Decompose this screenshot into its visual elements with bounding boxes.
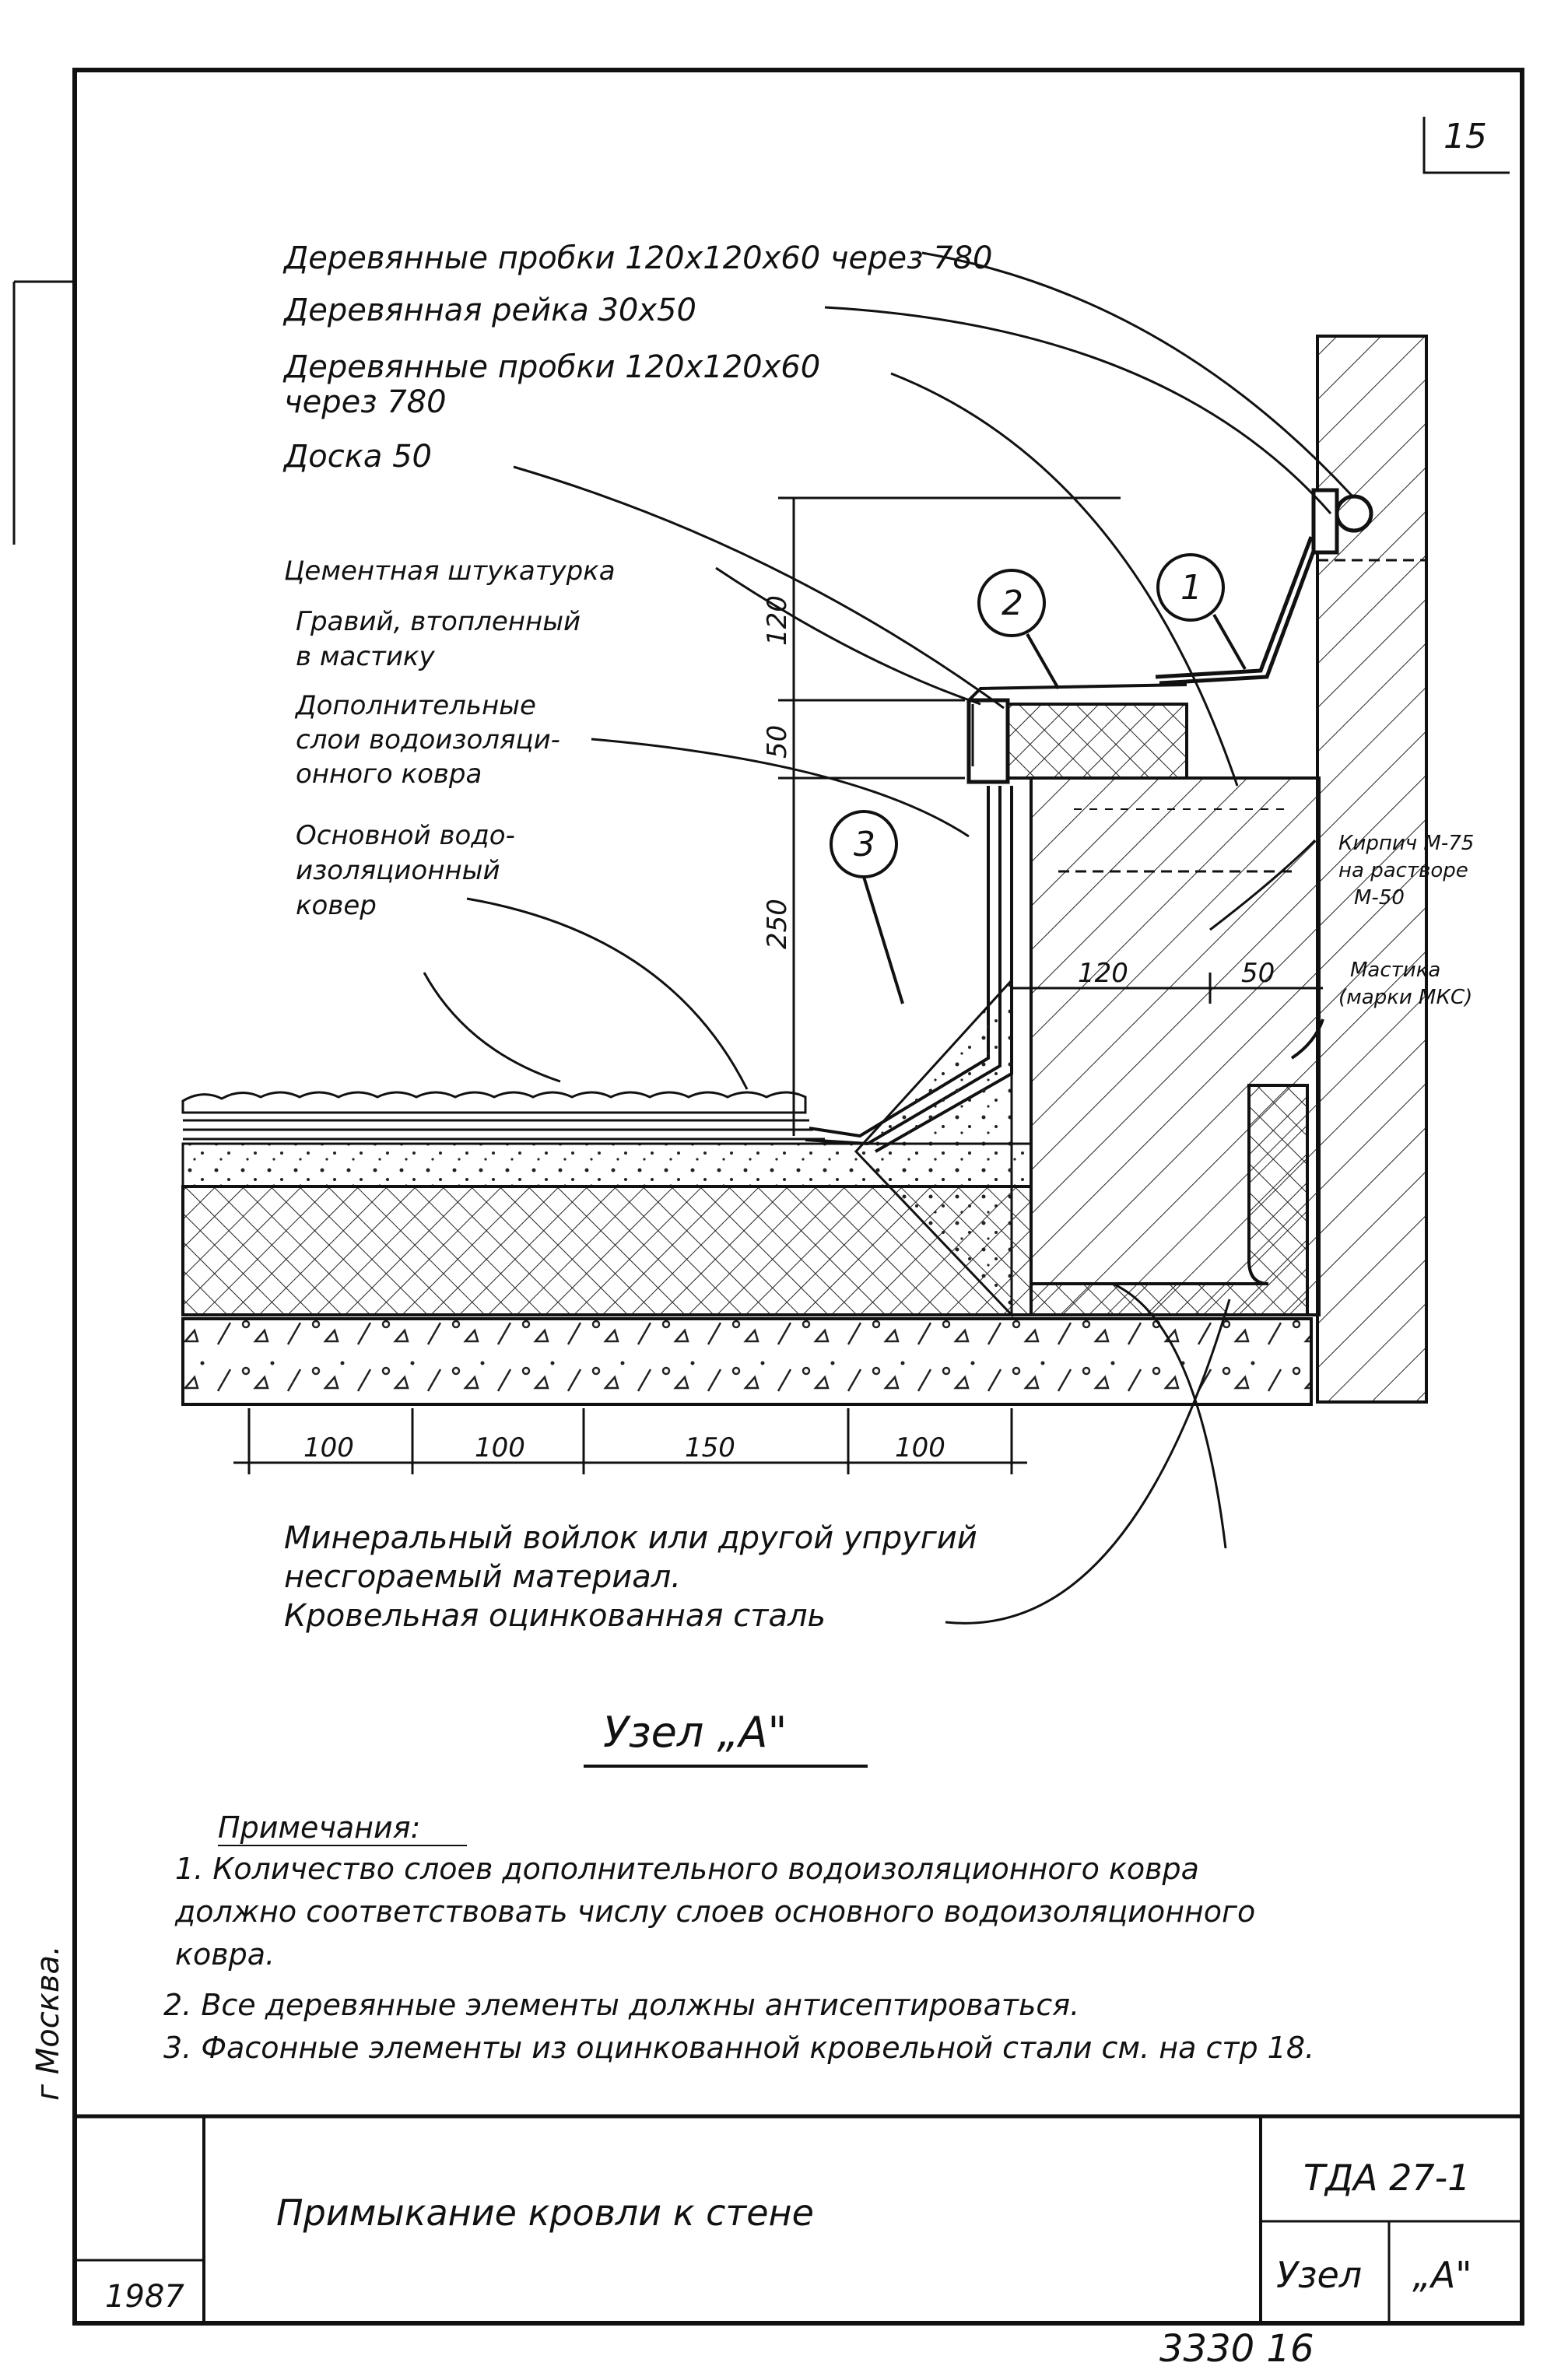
membrane-layers	[183, 1119, 825, 1141]
label-main-l1: Основной водо-	[296, 820, 515, 851]
sheet-number: 15	[1444, 117, 1487, 156]
note-1-line2: должно соответствовать числу слоев основ…	[174, 1895, 1255, 1929]
callout-2: 2	[1002, 584, 1023, 623]
mastic-pocket	[1030, 1018, 1324, 1316]
callout-markers	[830, 553, 1247, 1004]
label-mastic-l1: Мастика	[1350, 959, 1440, 982]
gravel-layer	[181, 1091, 807, 1114]
title-block: Примыкание кровли к стене ТДА 27-1 Узел …	[105, 2157, 1472, 2315]
label-brick-l1: Кирпич М-75	[1338, 832, 1474, 855]
steel-apron	[1155, 488, 1373, 685]
notes-heading: Примечания:	[218, 1810, 420, 1845]
label-mastic-l2: (марки МКС)	[1338, 986, 1472, 1009]
label-wood-rail: Деревянная рейка 30х50	[282, 293, 696, 328]
wood-cap	[966, 683, 1188, 784]
label-gravel-l1: Гравий, втопленный	[296, 606, 581, 637]
dim-bottom-3: 150	[685, 1432, 735, 1463]
note-3: 3. Фасонные элементы из оцинкованной кро…	[163, 2031, 1314, 2065]
label-mineral-l1: Минеральный войлок или другой упругий	[284, 1520, 977, 1556]
label-cement-plaster: Цементная штукатурка	[284, 556, 616, 587]
dim-v-120: 120	[762, 595, 793, 646]
label-mineral-l2: несгораемый материал.	[284, 1559, 681, 1595]
callout-3: 3	[854, 825, 875, 864]
label-board: Доска 50	[282, 439, 432, 475]
bottom-number: 3330 16	[1159, 2327, 1314, 2371]
tb-node-label: Узел	[1276, 2254, 1362, 2296]
tb-code: ТДА 27-1	[1303, 2157, 1471, 2199]
dim-bottom-2: 100	[475, 1432, 525, 1463]
note-1-line3: ковра.	[175, 1937, 275, 1972]
label-main-l3: ковер	[296, 890, 377, 921]
tb-node-value: „А"	[1412, 2254, 1472, 2296]
node-title: Узел „А"	[603, 1708, 787, 1757]
label-wood-plugs-top: Деревянные пробки 120х120х60 через 780	[282, 240, 993, 276]
note-1-line1: 1. Количество слоев дополнительного водо…	[175, 1852, 1199, 1886]
insulation-layer	[181, 1185, 1033, 1316]
label-wood-plugs-2-l2: через 780	[284, 384, 447, 420]
label-extra-l2: слои водоизоляци-	[296, 724, 560, 755]
dim-v-250: 250	[762, 899, 793, 949]
tb-title: Примыкание кровли к стене	[276, 2192, 814, 2234]
leader-lines	[423, 251, 1356, 1625]
dim-h-120: 120	[1078, 958, 1128, 989]
label-wood-plugs-2-l1: Деревянные пробки 120х120х60	[282, 349, 820, 385]
screed-layer	[181, 1142, 1033, 1188]
concrete-slab	[181, 1317, 1313, 1406]
tb-year: 1987	[105, 2279, 184, 2315]
frame	[12, 68, 1524, 2326]
dimension-lines	[233, 496, 1323, 1474]
label-extra-l3: онного ковра	[296, 759, 482, 790]
side-city-text: г Москва.	[30, 1945, 66, 2101]
notes: Примечания: 1. Количество слоев дополнит…	[163, 1810, 1314, 2065]
label-extra-l1: Дополнительные	[294, 690, 536, 721]
note-2: 2. Все деревянные элементы должны антисе…	[163, 1988, 1079, 2022]
label-brick-l3: М-50	[1354, 886, 1405, 910]
label-gravel-l2: в мастику	[296, 641, 435, 672]
dim-h-50: 50	[1241, 958, 1275, 989]
dim-bottom-1: 100	[303, 1432, 354, 1463]
callout-1: 1	[1180, 568, 1202, 608]
label-roof-steel: Кровельная оцинкованная сталь	[284, 1598, 826, 1634]
dim-v-50: 50	[762, 725, 793, 759]
label-main-l2: изоляционный	[296, 855, 500, 886]
label-brick-l2: на растворе	[1338, 859, 1468, 882]
component-labels: Деревянные пробки 120х120х60 через 780 Д…	[282, 240, 1474, 1634]
dim-bottom-4: 100	[895, 1432, 945, 1463]
